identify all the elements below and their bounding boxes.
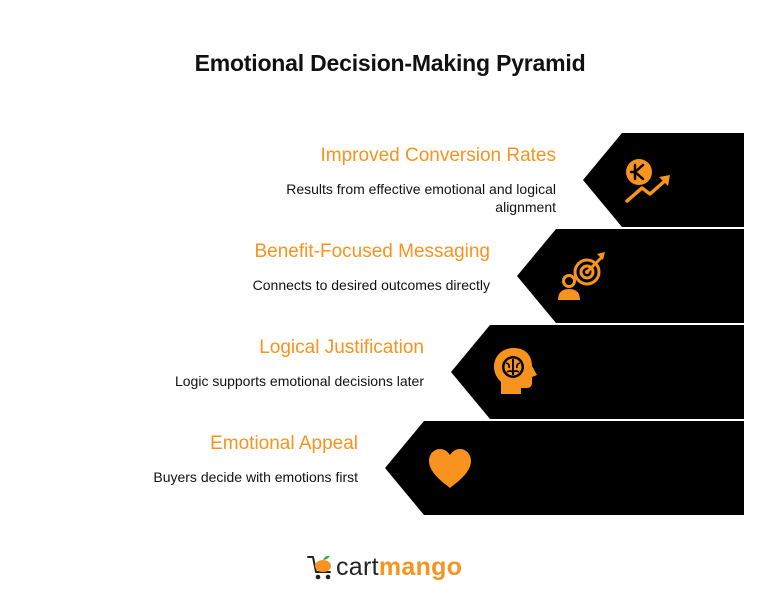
brand-wordmark-mango: mango xyxy=(378,553,463,581)
tier-2-block xyxy=(517,229,744,323)
tier-1-title: Improved Conversion Rates xyxy=(320,145,557,166)
tier-3-title: Logical Justification xyxy=(259,337,424,358)
tier-3-block xyxy=(451,325,744,419)
tier-3-text: Logical Justification Logic supports emo… xyxy=(104,337,424,390)
brand-logo: cartmango xyxy=(306,550,476,584)
heart-icon xyxy=(429,449,471,488)
tier-4-text: Emotional Appeal Buyers decide with emot… xyxy=(38,433,358,486)
brand-wordmark: cartmango xyxy=(336,552,462,582)
brain-head-icon xyxy=(494,348,537,394)
tier-4-title: Emotional Appeal xyxy=(210,433,358,454)
growth-chart-icon xyxy=(625,159,670,203)
mango-cart-icon xyxy=(307,555,331,580)
tier-1-text: Improved Conversion Rates Results from e… xyxy=(236,145,556,216)
tier-4-description: Buyers decide with emotions first xyxy=(153,469,358,485)
tier-4-block xyxy=(385,421,744,515)
tier-2-description: Connects to desired outcomes directly xyxy=(252,277,490,293)
tier-2-text: Benefit-Focused Messaging Connects to de… xyxy=(170,241,490,294)
tier-1-description: Results from effective emotional and log… xyxy=(286,181,556,215)
brand-wordmark-cart: cart xyxy=(336,553,379,581)
page-title: Emotional Decision-Making Pyramid xyxy=(194,50,586,76)
tier-2-title: Benefit-Focused Messaging xyxy=(254,241,490,262)
target-person-icon xyxy=(558,252,605,300)
tier-3-description: Logic supports emotional decisions later xyxy=(174,373,424,389)
